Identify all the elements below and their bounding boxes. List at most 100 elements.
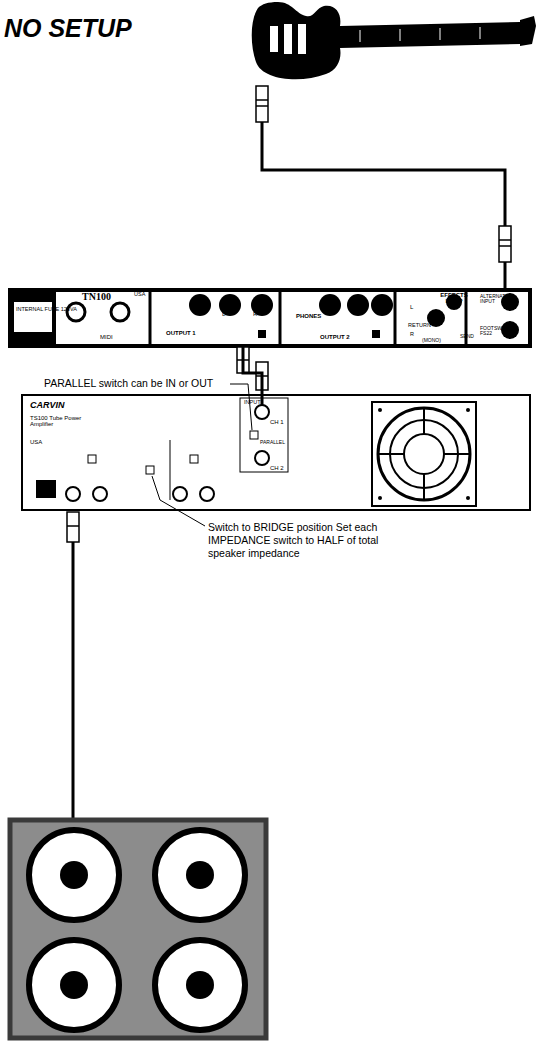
power-amp-panel — [190, 455, 198, 463]
preamp-panel — [347, 294, 369, 316]
preamp-panel — [279, 290, 282, 346]
preamp-panel — [394, 290, 397, 346]
speaker-cabinet — [60, 861, 88, 889]
guitar — [400, 29, 401, 41]
preamp-panel — [189, 294, 211, 316]
panel-label: PARALLEL — [260, 440, 285, 445]
guitar-cable — [256, 86, 511, 292]
callout-note: Switch to BRIDGE position Set each IMPED… — [208, 521, 383, 560]
leader-line — [152, 384, 252, 526]
panel-label: TS100 Tube Power Amplifier — [30, 415, 86, 428]
power-amp-panel — [93, 487, 107, 501]
power-amp-panel — [240, 398, 288, 472]
speaker-cable — [72, 542, 75, 820]
power-amp-panel — [466, 408, 470, 412]
guitar-cable — [256, 99, 268, 101]
power-amp-panel — [36, 480, 56, 498]
speaker-cabinet — [29, 830, 119, 920]
speaker-cabinet — [155, 830, 245, 920]
speaker-cabinet — [10, 820, 266, 1038]
power-amp-panel — [146, 466, 154, 474]
speaker-cabinet — [29, 940, 119, 1030]
panel-label: USA — [30, 439, 42, 445]
guitar-cable — [256, 105, 268, 107]
guitar — [440, 28, 441, 40]
power-amp-panel — [444, 453, 470, 455]
guitar-cable — [262, 120, 505, 226]
preamp-panel — [149, 290, 152, 346]
power-amp-panel — [404, 434, 444, 474]
preamp-panel — [10, 290, 56, 346]
panel-label: R — [253, 311, 257, 317]
guitar-cable — [256, 86, 268, 122]
panel-label: USA — [134, 292, 145, 298]
panel-label: L — [410, 304, 413, 310]
panel-label: TN100 — [82, 292, 111, 303]
panel-label: FOOTSWITCH FS22 — [480, 326, 508, 337]
panel-label: RETURN — [408, 323, 431, 329]
guitar-cable — [499, 245, 511, 247]
guitar-cable — [504, 262, 507, 292]
guitar — [252, 2, 536, 79]
speaker-cabinet — [60, 971, 88, 999]
panel-label: CH 1 — [270, 419, 284, 425]
speaker-cable — [67, 512, 79, 542]
preamp-panel: INTERNAL FUSE 125VATN100MIDIUSAOUTPUT 1L… — [10, 290, 530, 346]
preamp-panel — [319, 294, 341, 316]
power-amp-panel — [173, 487, 187, 501]
panel-label: R — [410, 332, 414, 338]
power-amp-panel — [255, 405, 269, 419]
panel-label: (MONO) — [422, 338, 441, 343]
power-amp-panel — [255, 451, 269, 465]
power-amp-panel — [378, 496, 382, 500]
power-amp-panel — [423, 474, 425, 500]
preamp-panel — [111, 303, 129, 321]
audio-cable — [243, 346, 262, 405]
power-amp-panel — [88, 455, 96, 463]
panel-label: CH 2 — [270, 465, 284, 471]
guitar — [298, 24, 306, 54]
panel-label: INTERNAL FUSE 125VA — [16, 307, 52, 313]
power-amp-panel — [466, 496, 470, 500]
power-amp-panel — [372, 402, 476, 506]
power-amp-panel — [200, 487, 214, 501]
panel-label: SEND — [460, 334, 474, 339]
callout-note: PARALLEL switch can be IN or OUT — [44, 377, 213, 390]
power-amp-panel: CARVIN TS100 Tube Power AmplifierUSA INPUT… — [22, 395, 530, 510]
speaker-cable — [67, 512, 79, 820]
preamp-panel — [10, 290, 530, 346]
preamp-panel — [10, 290, 530, 346]
preamp-panel — [258, 330, 266, 338]
speaker-cabinet — [10, 820, 266, 1038]
guitar — [270, 26, 278, 52]
guitar-cable — [499, 226, 511, 262]
panel-label: CARVIN — [30, 401, 65, 410]
guitar-cable — [499, 239, 511, 241]
panel-label: ALTERNATE INPUT — [480, 294, 506, 305]
speaker-cabinet — [186, 971, 214, 999]
speaker-cable — [67, 525, 79, 527]
power-amp-panel — [423, 408, 425, 434]
guitar — [480, 27, 481, 39]
speaker-cabinet — [155, 940, 245, 1030]
power-amp-panel — [378, 408, 470, 500]
power-amp-panel — [378, 408, 382, 412]
panel-label: INPUT — [244, 400, 261, 406]
speaker-cabinet — [186, 861, 214, 889]
guitar — [252, 2, 520, 79]
panel-label: OUTPUT 1 — [166, 330, 196, 336]
panel-label: PHONES — [296, 313, 321, 319]
preamp-panel — [14, 302, 52, 332]
panel-label: L — [222, 311, 225, 317]
power-amp-panel — [250, 431, 258, 439]
power-amp-panel — [22, 395, 530, 510]
guitar — [360, 30, 361, 42]
power-amp-panel — [66, 487, 80, 501]
leader-line — [230, 384, 252, 430]
power-amp-panel — [170, 440, 171, 500]
power-amp-panel — [22, 395, 530, 510]
panel-label: EFFECTS LOOP — [434, 292, 474, 305]
preamp-panel — [67, 303, 85, 321]
panel-label: OUTPUT 2 — [320, 334, 350, 340]
